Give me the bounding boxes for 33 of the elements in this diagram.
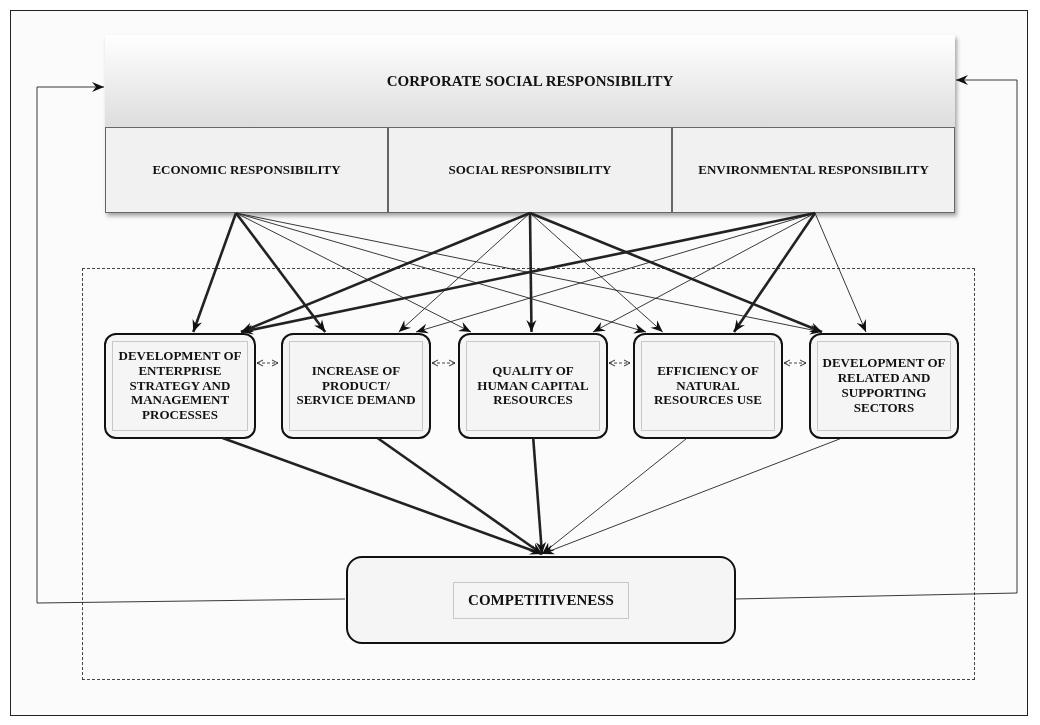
arrow xyxy=(531,437,547,555)
node-label: DEVELOPMENT OF RELATED AND SUPPORTING SECTORS xyxy=(817,341,951,431)
category-box xyxy=(388,127,672,213)
arrow xyxy=(234,212,327,333)
arrow xyxy=(529,211,823,334)
factor-box xyxy=(281,333,431,439)
factor-box xyxy=(458,333,608,439)
node-label: ENVIRONMENTAL RESPONSIBILITY xyxy=(698,162,929,178)
arrow xyxy=(240,211,531,334)
double-arrow xyxy=(783,359,807,367)
arrow xyxy=(732,212,817,333)
result-box xyxy=(346,556,736,644)
node-label: CORPORATE SOCIAL RESPONSIBILITY xyxy=(386,73,674,90)
arrow xyxy=(526,213,537,332)
factor-box xyxy=(104,333,256,439)
node-label: ECONOMIC RESPONSIBILITY xyxy=(152,162,341,178)
node-label: INCREASE OF PRODUCT/ SERVICE DEMAND xyxy=(289,341,423,431)
header-band xyxy=(105,35,955,213)
node-label: QUALITY OF HUMAN CAPITAL RESOURCES xyxy=(466,341,600,431)
double-arrow xyxy=(608,359,631,367)
node-label: EFFICIENCY OF NATURAL RESOURCES USE xyxy=(641,341,775,431)
factor-box xyxy=(809,333,959,439)
arrow xyxy=(192,212,238,333)
arrow xyxy=(376,436,543,556)
node-label: SOCIAL RESPONSIBILITY xyxy=(448,162,612,178)
node-label: DEVELOPMENT OF ENTERPRISE STRATEGY AND MANAGEMENT PROCESSES xyxy=(112,341,248,431)
category-box xyxy=(105,127,388,213)
category-box xyxy=(672,127,955,213)
double-arrow xyxy=(256,359,279,367)
double-arrow xyxy=(431,359,456,367)
dashed-region xyxy=(82,268,975,680)
factor-box xyxy=(633,333,783,439)
node-label: COMPETITIVENESS xyxy=(453,581,629,619)
